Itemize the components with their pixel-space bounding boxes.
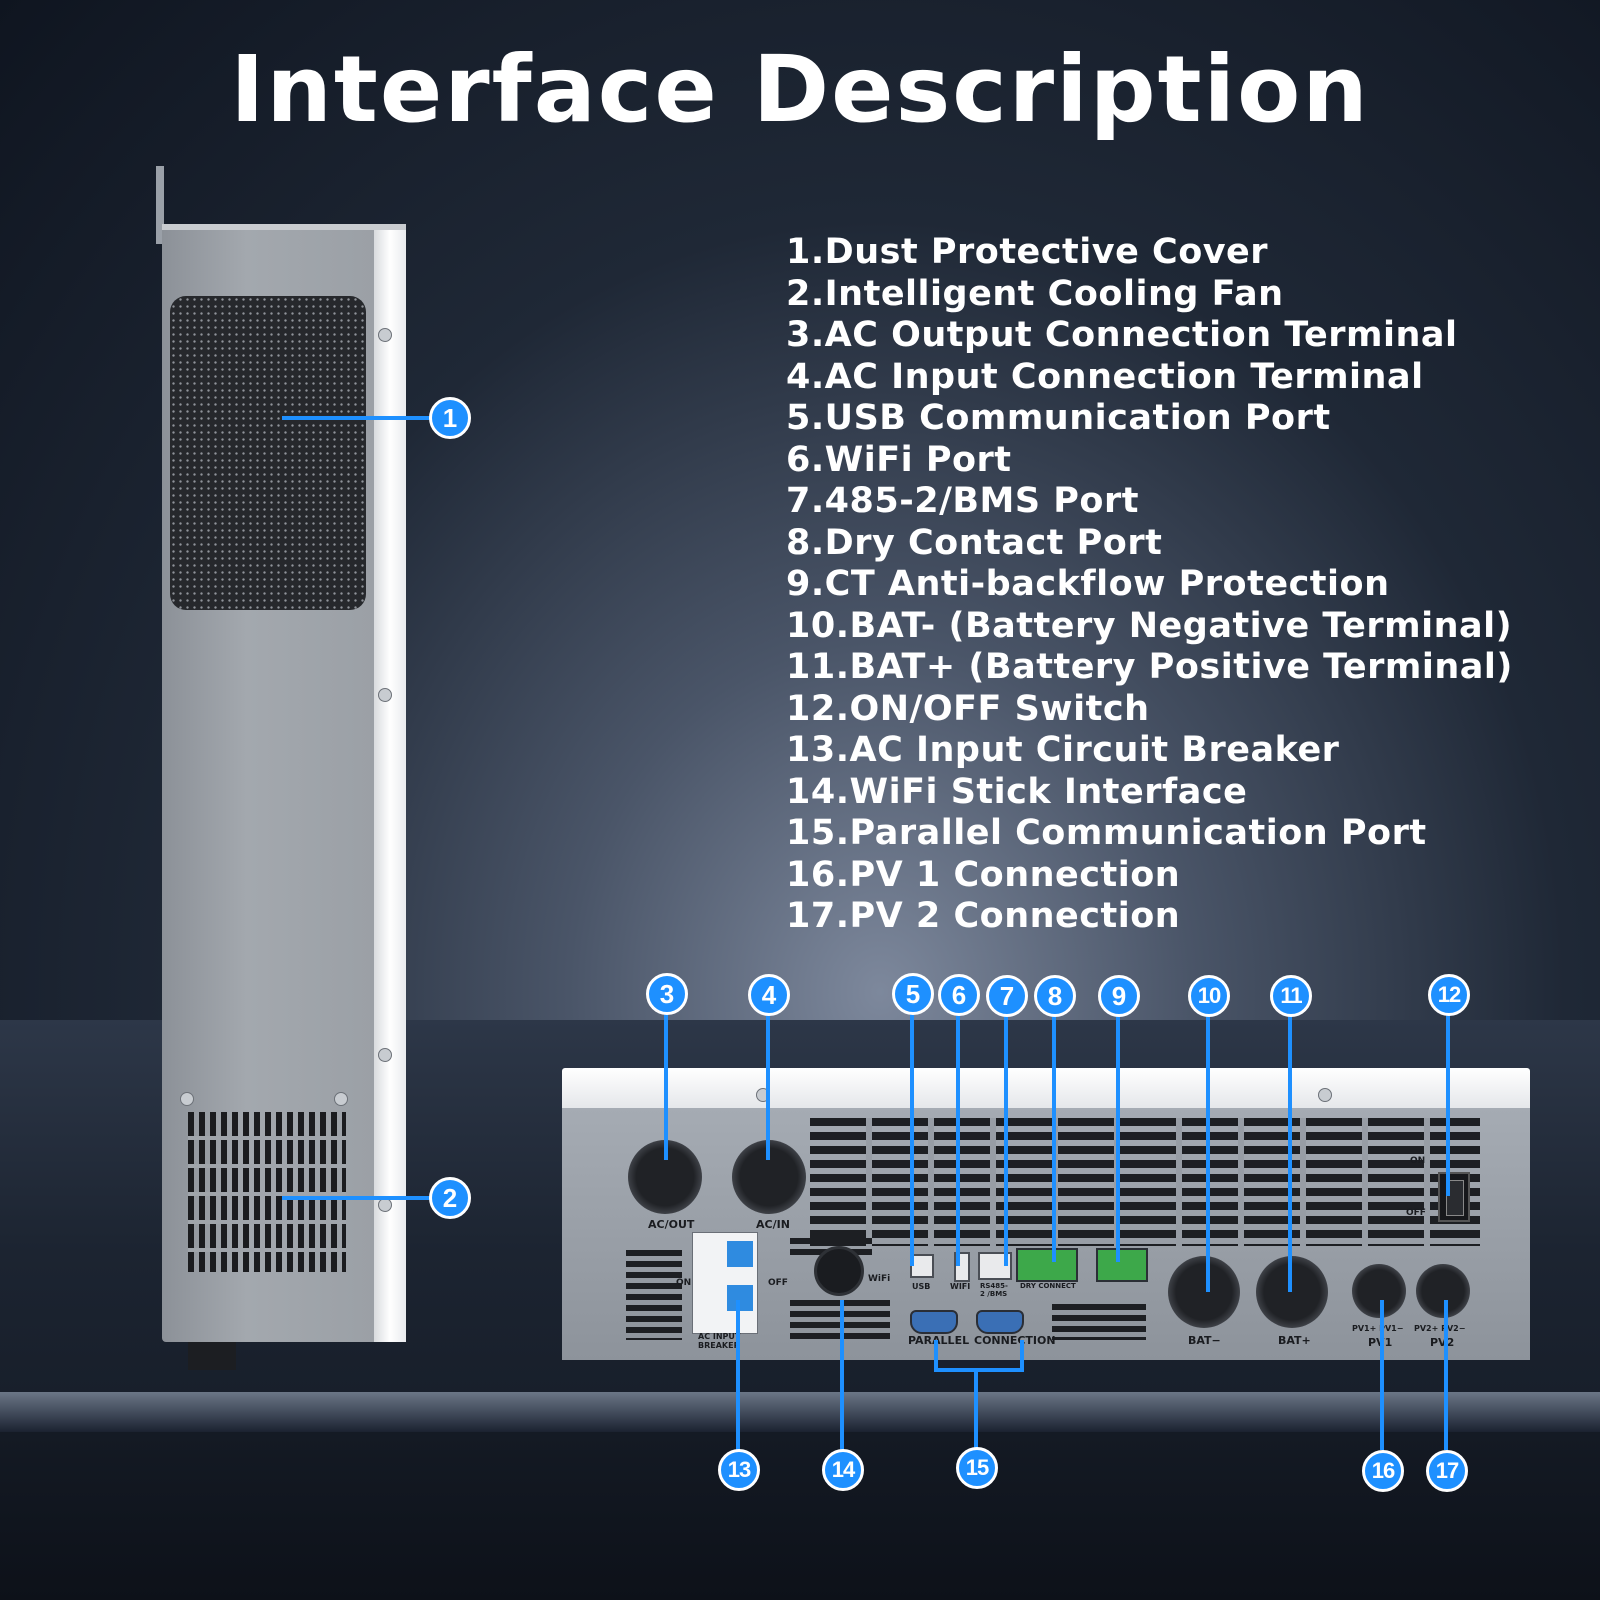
cable-gland	[188, 1342, 236, 1370]
pv1-terminals-label: PV1+ PV1−	[1352, 1324, 1404, 1333]
legend-item: 12.ON/OFF Switch	[786, 688, 1150, 729]
ct-port	[1096, 1248, 1148, 1282]
small-vent	[1052, 1304, 1146, 1340]
wifi-port-label: WIFI	[950, 1282, 971, 1291]
bat-minus-label: BAT−	[1188, 1334, 1221, 1347]
ac-input-terminal	[732, 1140, 806, 1214]
page-title: Interface Description	[230, 36, 1370, 143]
legend-item: 3.AC Output Connection Terminal	[786, 315, 1458, 355]
legend-item: 13.AC Input Circuit Breaker	[786, 730, 1340, 770]
on-off-switch	[1438, 1172, 1470, 1222]
cooling-fan-grille-rows	[188, 1112, 346, 1272]
breaker-toggle	[727, 1241, 753, 1267]
callout-badge-6: 6	[938, 974, 980, 1016]
callout-badge-5: 5	[892, 973, 934, 1015]
floor-lower	[0, 1432, 1600, 1600]
pv1-label: PV1	[1368, 1336, 1393, 1349]
parallel-port-1	[910, 1310, 958, 1334]
screw	[756, 1088, 770, 1102]
callout-badge-7: 7	[986, 975, 1028, 1017]
usb-label: USB	[912, 1282, 931, 1291]
legend-item: 7.485-2/BMS Port	[786, 481, 1139, 521]
callout-badge-3: 3	[646, 973, 688, 1015]
floor-edge	[0, 1392, 1600, 1432]
wifi-port	[954, 1252, 970, 1282]
small-vent-left	[626, 1250, 682, 1340]
callout-badge-12: 12	[1428, 974, 1470, 1016]
pv2-terminals-label: PV2+ PV2−	[1414, 1324, 1466, 1333]
callout-badge-10: 10	[1188, 975, 1230, 1017]
callout-badge-8: 8	[1034, 975, 1076, 1017]
legend-item: 2.Intelligent Cooling Fan	[786, 273, 1284, 314]
breaker-label: AC INPUT BREAKER	[698, 1332, 741, 1350]
legend-item: 10.BAT- (Battery Negative Terminal)	[786, 605, 1513, 646]
screw	[378, 1048, 392, 1062]
legend-item: 15.Parallel Communication Port	[786, 813, 1427, 853]
legend-item: 11.BAT+ (Battery Positive Terminal)	[786, 647, 1513, 687]
legend-item: 9.CT Anti-backflow Protection	[786, 564, 1390, 604]
screw	[378, 688, 392, 702]
front-edge	[374, 224, 406, 1342]
pv2-connector	[1416, 1264, 1470, 1318]
rs485-label: RS485-2 /BMS	[980, 1282, 1008, 1298]
callout-badge-4: 4	[748, 974, 790, 1016]
ac-output-terminal	[628, 1140, 702, 1214]
rear-vent-grille-cols	[810, 1118, 1480, 1246]
callout-badge-11: 11	[1270, 975, 1312, 1017]
small-vent	[790, 1300, 890, 1340]
screw	[180, 1092, 194, 1106]
parallel-port-2	[976, 1310, 1024, 1334]
ac-input-circuit-breaker	[692, 1232, 758, 1334]
legend-item: 17.PV 2 Connection	[786, 896, 1181, 936]
legend-item: 14.WiFi Stick Interface	[786, 771, 1248, 812]
screw	[378, 1198, 392, 1212]
switch-on-label: ON	[1410, 1156, 1426, 1166]
breaker-on-label: ON	[676, 1278, 692, 1288]
breaker-off-label: OFF	[768, 1278, 788, 1288]
switch-off-label: OFF	[1406, 1208, 1426, 1218]
legend-list: 1.Dust Protective Cover 2.Intelligent Co…	[786, 232, 1513, 938]
parallel-label: PARALLEL	[908, 1334, 970, 1347]
callout-badge-1: 1	[429, 397, 471, 439]
screw	[378, 328, 392, 342]
callout-badge-9: 9	[1098, 975, 1140, 1017]
legend-item: 8.Dry Contact Port	[786, 522, 1163, 563]
legend-item: 5.USB Communication Port	[786, 398, 1331, 438]
rs485-bms-port	[978, 1252, 1012, 1280]
pv1-connector	[1352, 1264, 1406, 1318]
screw	[1318, 1088, 1332, 1102]
legend-item: 1.Dust Protective Cover	[786, 232, 1269, 272]
battery-negative-terminal	[1168, 1256, 1240, 1328]
connection-label: CONNECTION	[974, 1334, 1056, 1347]
switch-rocker	[1446, 1180, 1464, 1216]
legend-item: 16.PV 1 Connection	[786, 854, 1181, 895]
ac-out-label: AC/OUT	[648, 1218, 695, 1231]
inverter-rear-panel: AC/OUT AC/IN ON OFF AC INPUT BREAKER WiF…	[562, 1068, 1530, 1360]
bat-plus-label: BAT+	[1278, 1334, 1311, 1347]
top-rim	[162, 224, 406, 230]
wifi-stick-label: WiFi	[868, 1274, 891, 1284]
dust-protective-cover	[170, 296, 366, 610]
ac-in-label: AC/IN	[756, 1218, 790, 1231]
legend-item: 6.WiFi Port	[786, 439, 1012, 480]
dry-contact-port	[1016, 1248, 1078, 1282]
pv2-label: PV2	[1430, 1336, 1455, 1349]
usb-port	[910, 1254, 934, 1278]
legend-item: 4.AC Input Connection Terminal	[786, 356, 1424, 397]
dry-connect-label: DRY CONNECT	[1020, 1282, 1076, 1290]
battery-positive-terminal	[1256, 1256, 1328, 1328]
screw	[334, 1092, 348, 1106]
mounting-bracket	[156, 166, 164, 244]
rear-top-cover	[562, 1068, 1530, 1108]
wifi-stick-interface	[814, 1246, 864, 1296]
inverter-side-view	[156, 166, 406, 1370]
breaker-toggle	[727, 1285, 753, 1311]
